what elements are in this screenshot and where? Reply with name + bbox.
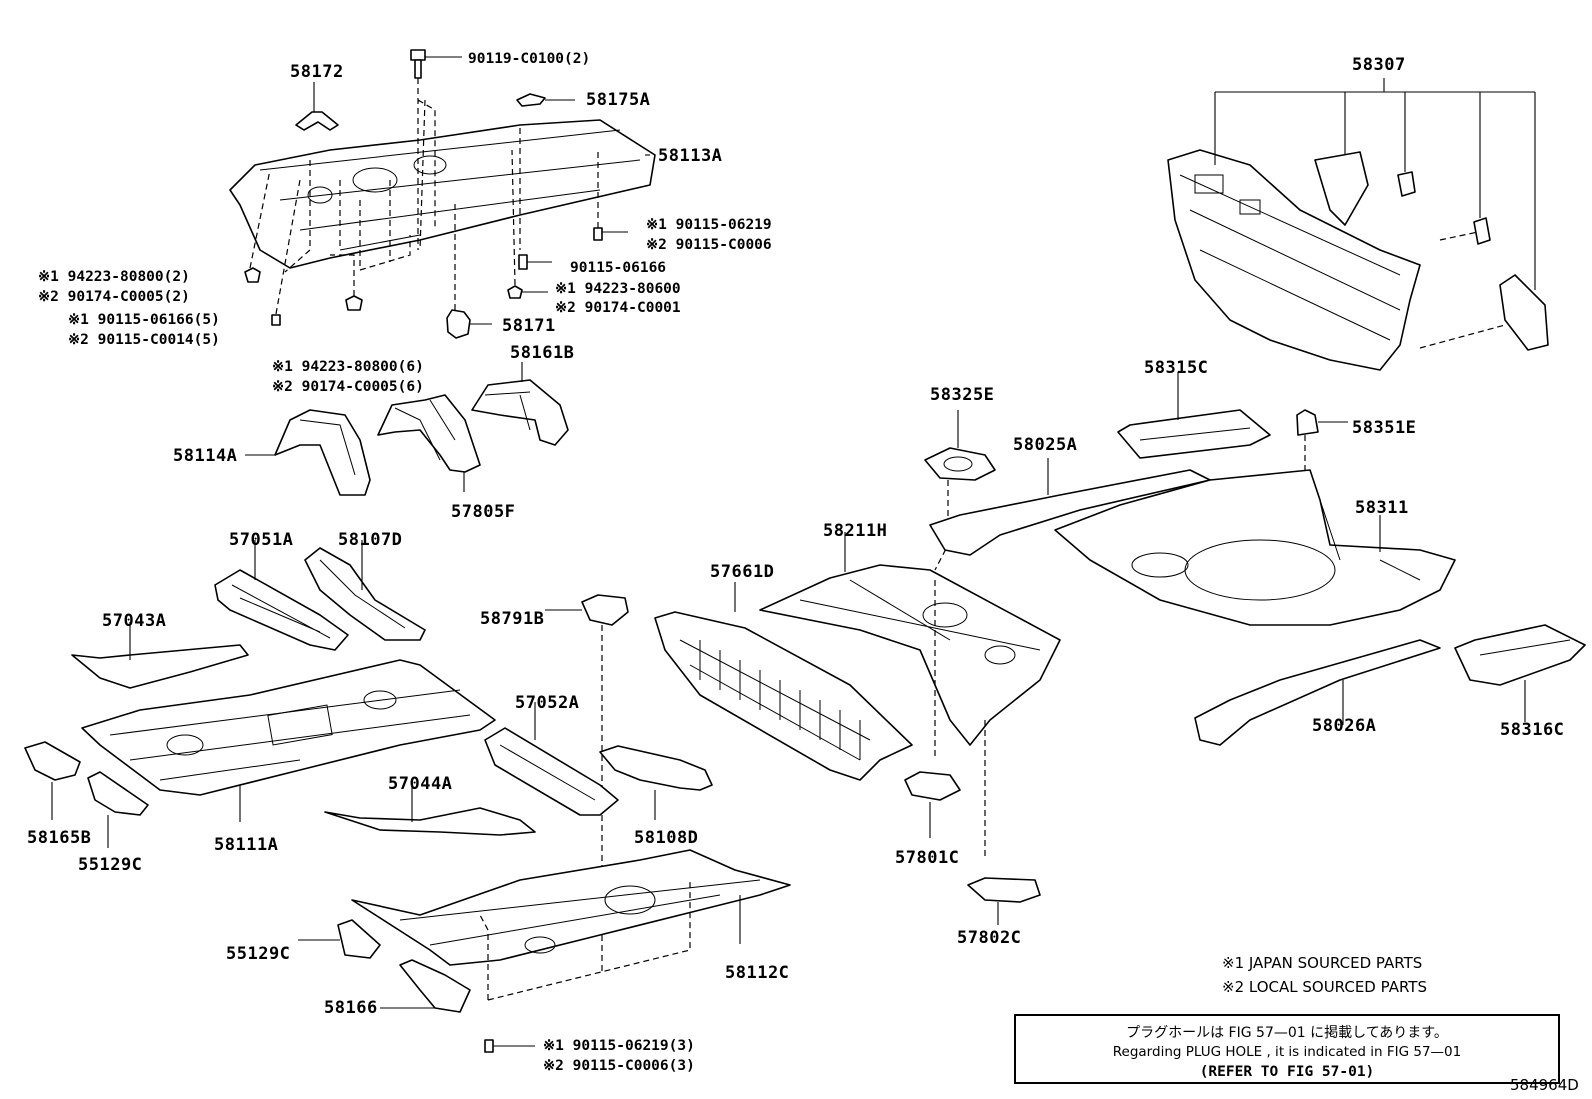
part-57661D bbox=[654, 611, 913, 781]
part-57802C bbox=[967, 877, 1041, 903]
part-58175A bbox=[516, 93, 546, 107]
part-label-57661D: 57661D bbox=[710, 562, 775, 582]
part-57043A bbox=[71, 644, 249, 689]
part-58172 bbox=[295, 111, 339, 131]
plug-hole-note-box: プラグホールは FIG 57—01 に掲載してあります。 Regarding P… bbox=[1014, 1014, 1560, 1084]
bolt-90119 bbox=[410, 49, 426, 79]
plug-hole-note-refer: (REFER TO FIG 57-01) bbox=[1199, 1064, 1375, 1080]
fastener-label-94223-80600: ※1 94223-80600 bbox=[555, 281, 681, 297]
part-label-58026A: 58026A bbox=[1312, 716, 1377, 736]
part-58307-clip-a bbox=[1397, 171, 1416, 197]
part-label-58315C: 58315C bbox=[1144, 358, 1209, 378]
part-label-58211H: 58211H bbox=[823, 521, 888, 541]
part-label-58113A: 58113A bbox=[658, 146, 723, 166]
part-label-57044A: 57044A bbox=[388, 774, 453, 794]
part-58171 bbox=[446, 309, 471, 339]
part-label-58171: 58171 bbox=[502, 316, 556, 336]
part-label-58111A: 58111A bbox=[214, 835, 279, 855]
part-58211H bbox=[759, 564, 1061, 746]
part-label-55129C-b: 55129C bbox=[226, 944, 291, 964]
part-label-58307: 58307 bbox=[1352, 55, 1406, 75]
fastener-label-94223-80800-2: ※1 94223-80800(2) bbox=[38, 269, 190, 285]
part-58108D bbox=[599, 745, 713, 791]
bolt-bottom bbox=[484, 1039, 494, 1053]
part-label-58166: 58166 bbox=[324, 998, 378, 1018]
part-58165B bbox=[24, 741, 81, 781]
part-label-58316C: 58316C bbox=[1500, 720, 1565, 740]
part-label-55129C: 55129C bbox=[78, 855, 143, 875]
part-label-58175A: 58175A bbox=[586, 90, 651, 110]
note-local-sourced: ※2 LOCAL SOURCED PARTS bbox=[1222, 978, 1427, 996]
part-label-57043A: 57043A bbox=[102, 611, 167, 631]
part-58307-bracket-b bbox=[1499, 274, 1549, 351]
part-58307 bbox=[1167, 149, 1421, 371]
figure-code: 584964D bbox=[1510, 1076, 1579, 1094]
note-japan-sourced: ※1 JAPAN SOURCED PARTS bbox=[1222, 954, 1423, 972]
part-58113A bbox=[229, 119, 656, 269]
part-58351E bbox=[1296, 409, 1319, 436]
part-55129C-b bbox=[337, 919, 381, 959]
part-label-58172: 58172 bbox=[290, 62, 344, 82]
part-58791B bbox=[581, 594, 629, 626]
part-label-58114A: 58114A bbox=[173, 446, 238, 466]
part-57051A bbox=[214, 569, 349, 651]
part-label-57052A: 57052A bbox=[515, 693, 580, 713]
part-label-58025A: 58025A bbox=[1013, 435, 1078, 455]
part-label-57802C: 57802C bbox=[957, 928, 1022, 948]
part-58325E bbox=[924, 447, 996, 481]
part-label-58791B: 58791B bbox=[480, 609, 545, 629]
fastener-label-90115-06166-5: ※1 90115-06166(5) bbox=[68, 312, 220, 328]
fastener-label-90115-06166: 90115-06166 bbox=[570, 260, 667, 276]
part-label-58325E: 58325E bbox=[930, 385, 995, 405]
part-58315C bbox=[1117, 409, 1271, 459]
fastener-label-90119: 90119-C0100(2) bbox=[468, 51, 591, 67]
part-label-57801C: 57801C bbox=[895, 848, 960, 868]
fastener-label-90115-06219-3: ※1 90115-06219(3) bbox=[543, 1038, 695, 1054]
part-57044A bbox=[324, 807, 536, 836]
part-58111A bbox=[81, 659, 496, 796]
part-58307-clip-b bbox=[1473, 217, 1491, 245]
part-58161B bbox=[471, 379, 569, 446]
plug-hole-note-english: Regarding PLUG HOLE , it is indicated in… bbox=[1112, 1044, 1462, 1060]
fastener-label-90115-C0006: ※2 90115-C0006 bbox=[646, 237, 772, 253]
part-58307-bracket-a bbox=[1314, 151, 1369, 226]
part-label-58165B: 58165B bbox=[27, 828, 92, 848]
part-57805F bbox=[377, 394, 481, 473]
part-58025A bbox=[929, 469, 1211, 556]
fastener-label-90115-C0006-3: ※2 90115-C0006(3) bbox=[543, 1058, 695, 1074]
fastener-label-90115-C0014-5: ※2 90115-C0014(5) bbox=[68, 332, 220, 348]
part-55129C-a bbox=[87, 771, 149, 816]
part-label-58311: 58311 bbox=[1355, 498, 1409, 518]
part-58026A bbox=[1194, 639, 1441, 746]
part-57801C bbox=[904, 771, 961, 801]
part-58114A bbox=[274, 409, 371, 496]
part-58316C bbox=[1454, 624, 1586, 686]
plug-hole-note-japanese: プラグホールは FIG 57—01 に掲載してあります。 bbox=[1126, 1025, 1448, 1041]
part-label-58108D: 58108D bbox=[634, 828, 699, 848]
fastener-label-90115-06219: ※1 90115-06219 bbox=[646, 217, 772, 233]
part-label-58107D: 58107D bbox=[338, 530, 403, 550]
part-58166 bbox=[399, 959, 471, 1013]
part-58107D bbox=[304, 547, 426, 641]
fastener-label-94223-80800-6: ※1 94223-80800(6) bbox=[272, 359, 424, 375]
fastener-label-90174-C0005-6: ※2 90174-C0005(6) bbox=[272, 379, 424, 395]
fastener-label-90174-C0001: ※2 90174-C0001 bbox=[555, 300, 681, 316]
part-58112C bbox=[351, 849, 791, 966]
part-label-58112C: 58112C bbox=[725, 963, 790, 983]
part-label-58161B: 58161B bbox=[510, 343, 575, 363]
part-label-57805F: 57805F bbox=[451, 502, 516, 522]
part-label-58351E: 58351E bbox=[1352, 418, 1417, 438]
fastener-label-90174-C0005-2: ※2 90174-C0005(2) bbox=[38, 289, 190, 305]
part-label-57051A: 57051A bbox=[229, 530, 294, 550]
part-57052A bbox=[484, 727, 619, 816]
part-58311 bbox=[1054, 469, 1456, 626]
